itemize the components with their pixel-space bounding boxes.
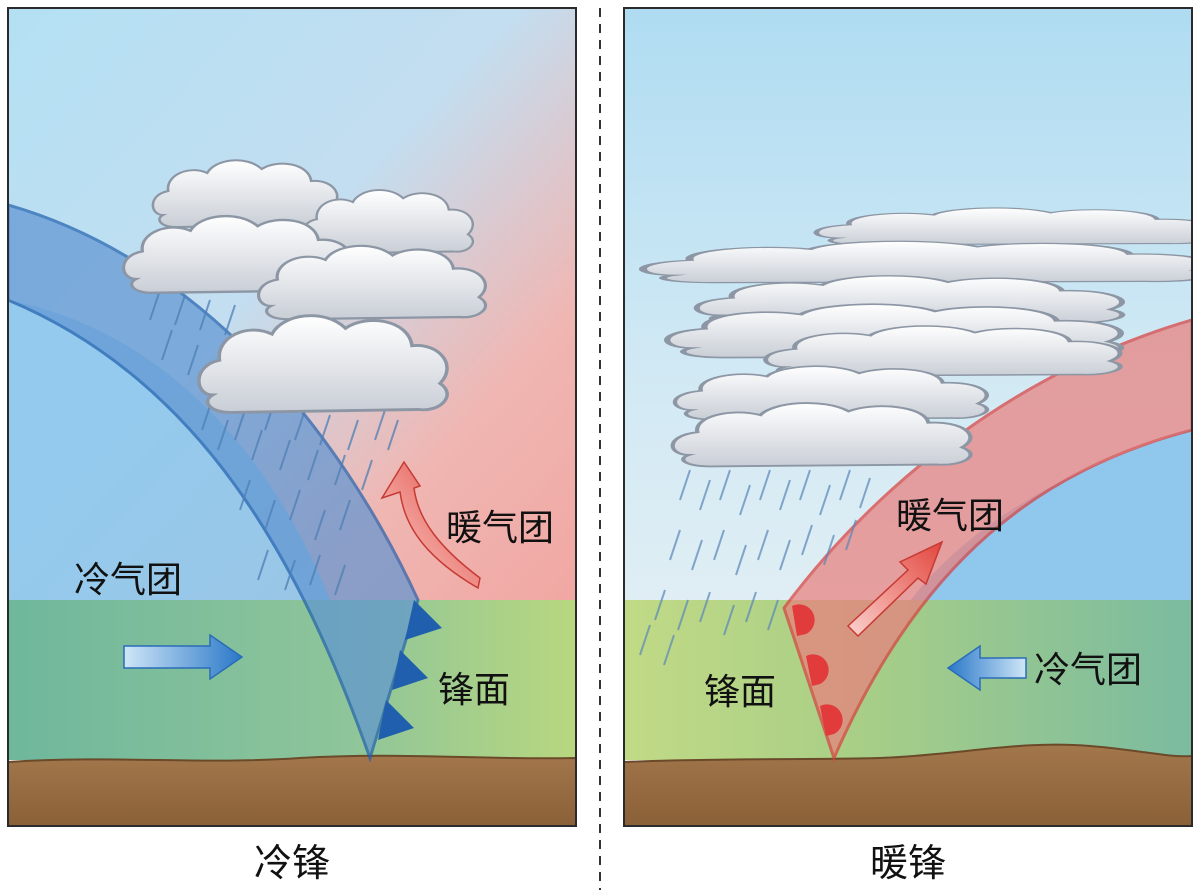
warm-air-rising-arrow	[380, 460, 481, 590]
warm-front-soil	[624, 743, 1192, 826]
cold-front-soil	[8, 754, 576, 826]
warm-front-caption: 暖锋	[870, 841, 946, 885]
cold-front-ground	[8, 600, 576, 760]
warm-front-cold-air-arrow	[946, 644, 1027, 692]
cold-front-panel	[8, 8, 576, 826]
cold-front-caption: 冷锋	[254, 841, 330, 885]
cold-air-mass	[8, 300, 330, 608]
warm-front-cold-air-label: 冷气团	[1034, 650, 1142, 691]
warm-front-front-label: 锋面	[704, 672, 776, 713]
cold-front-symbols	[378, 600, 442, 740]
cold-front-band	[8, 203, 420, 763]
cold-front-frame	[7, 7, 577, 827]
warm-front-symbols	[792, 604, 843, 736]
cold-front-cold-air-label: 冷气团	[74, 560, 182, 601]
warm-front-panel	[624, 8, 1192, 826]
cold-air-push-arrow	[123, 633, 244, 681]
warm-front-rain	[639, 469, 871, 666]
warm-front-warm-air-label: 暖气团	[896, 496, 1004, 537]
warm-front-band	[782, 318, 1192, 763]
warm-front-frame	[623, 7, 1193, 827]
cold-front-front-label: 锋面	[438, 670, 510, 711]
cold-front-warm-air-label: 暖气团	[446, 508, 554, 549]
warm-front-cold-air-mass	[905, 430, 1192, 608]
warm-front-warm-air-arrow	[846, 540, 944, 638]
